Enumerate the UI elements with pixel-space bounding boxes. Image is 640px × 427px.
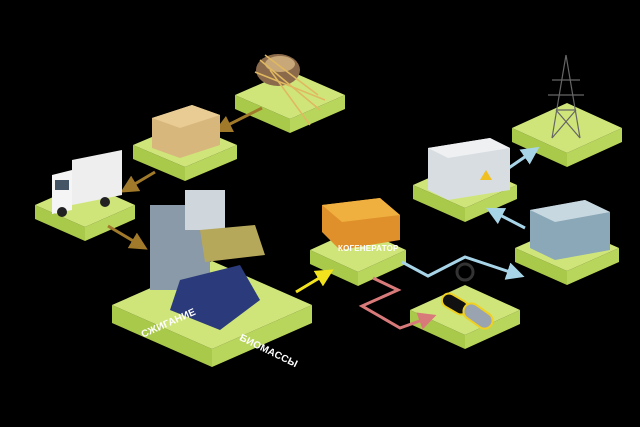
- straw-bale-icon: [152, 105, 220, 158]
- cogenerator-label: КОГЕНЕРАТОР: [338, 244, 399, 253]
- cogenerator-icon: [322, 198, 400, 250]
- arrow-grain-to-straw: [213, 106, 263, 133]
- biomass-burner-icon: [150, 190, 265, 330]
- truck-icon: [52, 150, 122, 217]
- arrow-truck-to-burner: [107, 224, 148, 250]
- power-tower-icon: [548, 54, 584, 139]
- arrow-cogenerator-to-heat-pipes: [358, 276, 437, 330]
- switchgear-icon: [428, 138, 510, 200]
- grid-platform: [512, 103, 622, 167]
- arrow-transformer-to-switchgear: [486, 207, 526, 230]
- grain-sack-icon: [254, 54, 326, 126]
- arrow-cogenerator-to-transformer: [401, 255, 525, 280]
- arrow-straw-to-truck: [120, 170, 156, 193]
- heat-pipes-icon: [440, 262, 494, 330]
- transformer-icon: [530, 200, 610, 260]
- arrow-burner-to-cogenerator: [295, 269, 334, 294]
